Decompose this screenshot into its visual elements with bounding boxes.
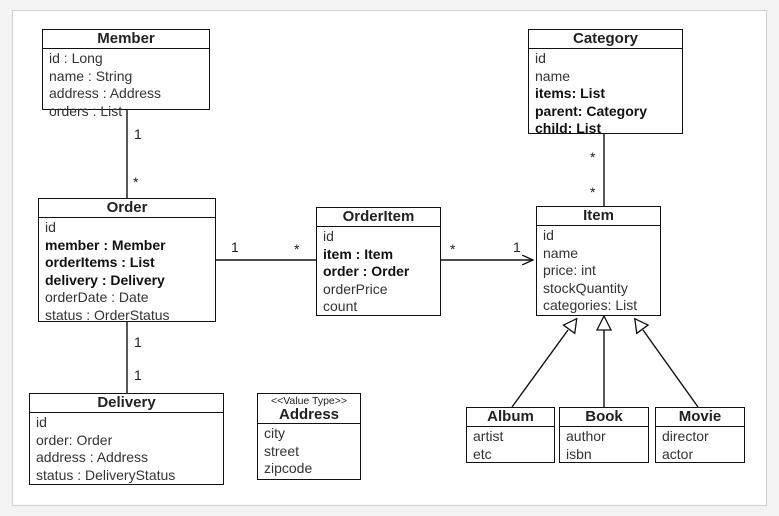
generalization-arrow-movie	[633, 317, 650, 335]
field-row: name	[543, 244, 579, 261]
field-row: id	[45, 219, 56, 235]
field-row: author	[566, 428, 606, 444]
field-row: price: int	[543, 262, 596, 278]
field-row: isbn	[566, 445, 592, 462]
stereotype-label: <<Value Type>>	[270, 395, 348, 407]
class-title: Order	[39, 199, 215, 218]
class-title: <<Value Type>> Address	[258, 394, 360, 424]
class-title: OrderItem	[317, 208, 440, 227]
edge-movie-item	[642, 329, 699, 408]
field-row: status : DeliveryStatus	[36, 466, 176, 483]
field-row: categories: List	[543, 297, 638, 313]
field-row: items: List	[535, 85, 606, 101]
class-title-text: Address	[278, 406, 340, 423]
multiplicity-order-delivery-bottom: 1	[134, 367, 142, 383]
class-title: Item	[537, 207, 660, 226]
field-row: address : Address	[49, 85, 162, 101]
field-row: id	[543, 227, 554, 243]
class-title: Movie	[656, 408, 744, 427]
multiplicity-member-order-top: 1	[134, 126, 142, 142]
generalization-arrow-album	[562, 317, 578, 335]
field-row: id	[323, 228, 334, 244]
multiplicity-category-item-bottom: *	[590, 184, 596, 200]
field-row: name	[535, 67, 571, 84]
multiplicity-order-orderitem-left: 1	[231, 239, 239, 255]
field-row: order : Order	[323, 263, 410, 279]
multiplicity-orderitem-item-left: *	[450, 241, 456, 257]
field-row: street	[264, 442, 300, 459]
field-row: stockQuantity	[543, 279, 628, 296]
field-row: orderItems : List	[45, 254, 155, 270]
field-row: delivery : Delivery	[45, 271, 165, 288]
field-row: item : Item	[323, 245, 394, 262]
class-title: Book	[560, 408, 648, 427]
class-title: Category	[529, 30, 682, 49]
field-row: city	[264, 425, 285, 441]
class-title: Delivery	[30, 394, 223, 413]
field-row: zipcode	[264, 460, 313, 476]
field-row: director	[662, 428, 709, 444]
multiplicity-order-delivery-top: 1	[134, 334, 142, 350]
class-title: Member	[43, 30, 209, 49]
field-row: child: List	[535, 120, 602, 136]
field-row: parent: Category	[535, 102, 648, 119]
multiplicity-member-order-bottom: *	[133, 174, 139, 190]
field-row: artist	[473, 428, 504, 444]
field-row: orders : List	[49, 102, 123, 119]
field-row: actor	[662, 445, 694, 462]
field-row: orderDate : Date	[45, 289, 149, 305]
field-row: id	[36, 414, 47, 430]
field-row: address : Address	[36, 449, 149, 465]
multiplicity-category-item-top: *	[590, 149, 596, 165]
field-row: status : OrderStatus	[45, 306, 170, 323]
field-row: orderPrice	[323, 280, 388, 297]
field-row: id : Long	[49, 50, 103, 66]
field-row: order: Order	[36, 431, 113, 448]
field-row: member : Member	[45, 236, 166, 253]
class-title: Album	[467, 408, 554, 427]
multiplicity-order-orderitem-right: *	[294, 241, 300, 257]
generalization-arrow-book	[595, 314, 613, 331]
field-row: id	[535, 50, 546, 66]
edge-album-item	[511, 329, 569, 408]
field-row: count	[323, 298, 358, 314]
multiplicity-orderitem-item-right: 1	[513, 239, 521, 255]
field-row: etc	[473, 445, 492, 462]
field-row: name : String	[49, 67, 133, 84]
